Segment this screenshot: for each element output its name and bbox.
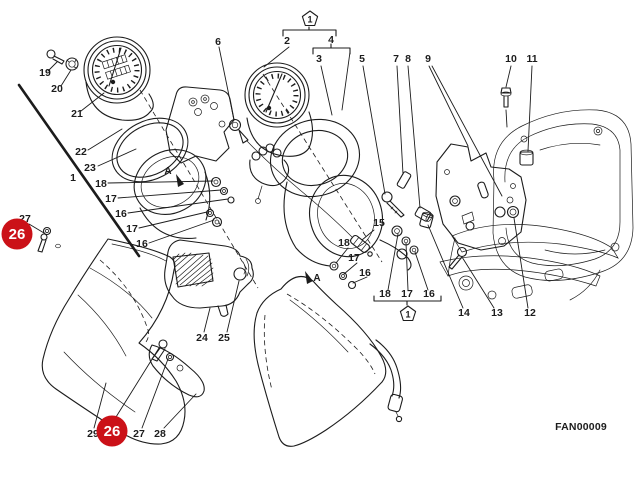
pentagon-markers: 11 xyxy=(301,10,417,322)
callout-label-17: 17 xyxy=(401,288,413,300)
gauge-holder-cup xyxy=(262,73,412,271)
callout-label-12: 12 xyxy=(524,307,536,319)
callout-label-17: 17 xyxy=(348,252,360,264)
windscreen-fairing-29 xyxy=(41,238,186,445)
fairing-screw-27 xyxy=(37,226,52,253)
fastener-cluster-center xyxy=(329,261,357,290)
callout-label-4: 4 xyxy=(328,34,334,46)
part1-leader-line xyxy=(17,83,141,258)
highlight-badge-label: 26 xyxy=(9,226,26,243)
screw-19 xyxy=(46,49,65,65)
pentagon-marker xyxy=(399,305,417,322)
pentagon-marker xyxy=(301,10,319,27)
callout-label-25: 25 xyxy=(218,332,230,344)
headlight-housing xyxy=(492,109,634,281)
callout-label-24: 24 xyxy=(196,332,208,344)
callout-label-14: 14 xyxy=(458,307,470,319)
group-brackets xyxy=(282,26,442,306)
knob-25 xyxy=(233,267,247,281)
pentagon-marker-label: 1 xyxy=(307,15,312,25)
callout-label-1: 1 xyxy=(70,172,76,184)
callout-leader-lines xyxy=(28,46,533,429)
mounting-ring-3 xyxy=(269,118,361,198)
highlight-badge-label: 26 xyxy=(104,423,121,440)
callout-label-3: 3 xyxy=(316,53,322,65)
callout-label-17: 17 xyxy=(105,193,117,205)
view-marker-label: A xyxy=(313,273,320,284)
highlight-badge xyxy=(1,218,33,250)
headlight-bracket-9 xyxy=(435,143,527,251)
callout-label-6: 6 xyxy=(215,36,221,48)
callout-label-27: 27 xyxy=(133,428,145,440)
callout-label-19: 19 xyxy=(39,67,51,79)
callout-label-16: 16 xyxy=(359,267,371,279)
callout-label-16: 16 xyxy=(136,238,148,250)
wiring-grommet xyxy=(249,143,290,204)
callout-label-23: 23 xyxy=(84,162,96,174)
nut-12 xyxy=(506,205,520,219)
spacer-7 xyxy=(396,171,412,189)
instrument-support-bracket xyxy=(165,86,235,164)
view-marker-arrows xyxy=(176,174,313,284)
instrument-cup-23 xyxy=(133,89,259,289)
view-marker-label: A xyxy=(164,166,171,177)
dashboard-panel-24 xyxy=(164,239,254,317)
callout-label-5: 5 xyxy=(359,53,365,65)
callout-label-11: 11 xyxy=(526,53,537,65)
screw-13 xyxy=(448,246,468,270)
callout-label-22: 22 xyxy=(75,146,87,158)
cable-adjuster-6 xyxy=(228,118,353,238)
speedometer-gauge xyxy=(83,36,154,121)
callout-label-9: 9 xyxy=(425,53,431,65)
screw-5 xyxy=(381,191,405,218)
callout-label-2: 2 xyxy=(284,35,290,47)
figure-code: FAN00009 xyxy=(555,421,607,433)
callout-label-15: 15 xyxy=(373,217,385,229)
fastener-cluster-left xyxy=(205,176,235,228)
speedometer-cable xyxy=(369,339,404,423)
callout-label-8: 8 xyxy=(405,53,411,65)
gasket-ring-22 xyxy=(111,117,189,183)
bushing-11 xyxy=(519,149,534,166)
callout-label-18: 18 xyxy=(95,178,107,190)
callout-label-28: 28 xyxy=(154,428,166,440)
callout-label-18: 18 xyxy=(379,288,391,300)
callout-label-16: 16 xyxy=(115,208,127,220)
tachometer-gauge xyxy=(244,62,314,157)
callout-label-7: 7 xyxy=(393,53,399,65)
fastener-cluster-right xyxy=(391,225,419,255)
callout-label-21: 21 xyxy=(71,108,83,120)
callout-label-10: 10 xyxy=(505,53,517,65)
callout-label-18: 18 xyxy=(338,237,350,249)
pentagon-marker-label: 1 xyxy=(405,310,410,320)
callout-label-13: 13 xyxy=(491,307,503,319)
fairing-stay-28 xyxy=(148,339,205,398)
highlight-badge xyxy=(96,415,128,447)
cable-adjuster-15 xyxy=(350,234,373,257)
sensor-nut-20 xyxy=(65,57,79,71)
view-markers: AA xyxy=(164,166,320,284)
center-cowl xyxy=(253,275,387,447)
callout-label-20: 20 xyxy=(51,83,63,95)
callout-label-16: 16 xyxy=(423,288,435,300)
callout-label-29: 29 xyxy=(87,428,99,440)
bushing-14 xyxy=(419,211,434,229)
bolt-10 xyxy=(500,87,512,108)
highlight-badges: 26 26 xyxy=(1,218,128,447)
callout-label-17: 17 xyxy=(126,223,138,235)
callout-label-27: 27 xyxy=(19,213,31,225)
